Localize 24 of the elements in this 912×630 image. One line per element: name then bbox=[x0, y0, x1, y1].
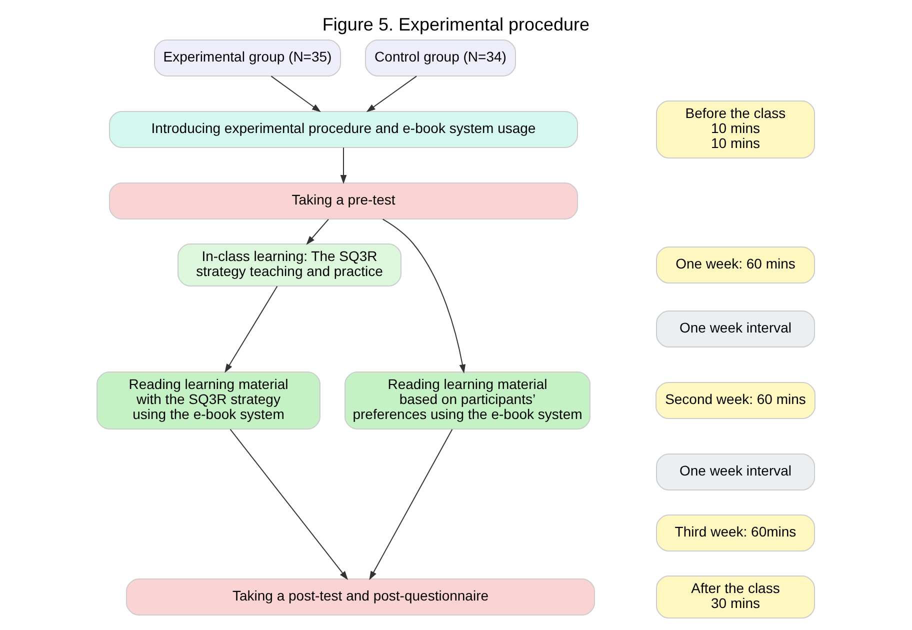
arrow bbox=[224, 286, 278, 373]
node-box: After the class 30 mins bbox=[656, 576, 815, 618]
node-box: One week interval bbox=[656, 454, 815, 490]
arrow bbox=[270, 76, 321, 112]
arrow bbox=[340, 147, 347, 184]
node-box: Reading learning material based on participants’ preferences using the e-book system bbox=[344, 372, 590, 430]
node-box: One week interval bbox=[656, 310, 815, 348]
node-box: One week: 60 mins bbox=[656, 246, 815, 284]
node-box: Second week: 60 mins bbox=[656, 382, 816, 419]
arrow bbox=[306, 218, 329, 245]
node-box: Taking a post-test and post-questionnaire bbox=[126, 578, 595, 616]
node-box: Before the class 10 mins 10 mins bbox=[656, 100, 815, 158]
arrow bbox=[230, 428, 348, 580]
node-box: Introducing experimental procedure and e-book system usage bbox=[109, 111, 578, 148]
arrow bbox=[369, 428, 453, 580]
node-box: Control group (N=34) bbox=[365, 40, 516, 76]
diagram-title: Figure 5. Experimental procedure bbox=[322, 14, 590, 34]
node-box: Third week: 60mins bbox=[656, 514, 815, 552]
arrow bbox=[382, 218, 466, 374]
node-box: Taking a pre-test bbox=[109, 182, 578, 220]
node-box: Reading learning material with the SQ3R strategy using the e-book system bbox=[96, 372, 320, 430]
node-box: Experimental group (N=35) bbox=[154, 40, 341, 76]
node-box: In-class learning: The SQ3R strategy teaching and practice bbox=[178, 244, 402, 286]
arrow bbox=[366, 76, 418, 112]
